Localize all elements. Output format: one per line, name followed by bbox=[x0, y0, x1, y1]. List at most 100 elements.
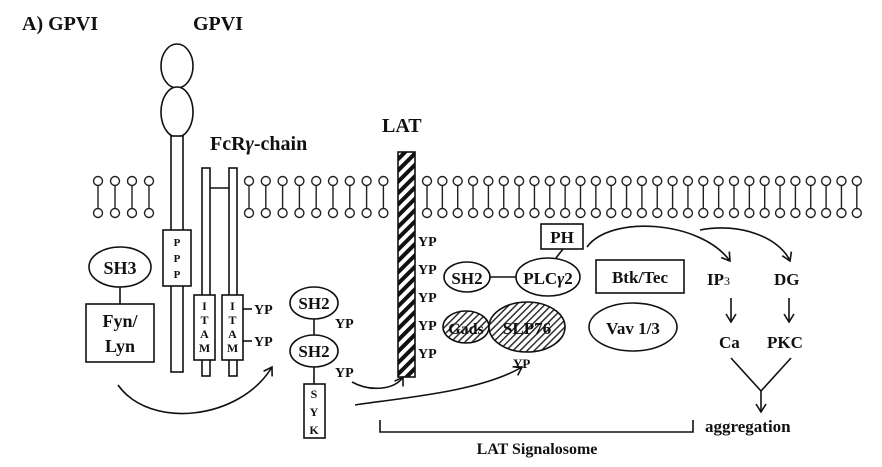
lipid bbox=[277, 175, 288, 219]
svg-text:Lyn: Lyn bbox=[105, 336, 135, 356]
lipid bbox=[805, 175, 816, 219]
svg-text:YP: YP bbox=[335, 317, 354, 332]
lipid bbox=[652, 175, 663, 219]
lat-yp-site: YP bbox=[418, 291, 437, 306]
svg-text:SH2: SH2 bbox=[298, 294, 329, 313]
lipid bbox=[544, 175, 555, 219]
itam-letter: T bbox=[200, 313, 208, 327]
lipid bbox=[759, 175, 770, 219]
lipid bbox=[109, 175, 121, 219]
svg-text:Btk/Tec: Btk/Tec bbox=[612, 268, 669, 287]
svg-text:YP: YP bbox=[335, 366, 354, 381]
lat-signalosome: SH2 PLCγ2 PH Btk/Tec Gads SLP76 YP Vav 1… bbox=[379, 223, 694, 458]
svg-text:P: P bbox=[174, 237, 181, 249]
lipid bbox=[452, 175, 463, 219]
svg-text:S: S bbox=[311, 387, 318, 401]
lipid bbox=[744, 175, 755, 219]
vav-box bbox=[588, 302, 678, 352]
lipid bbox=[143, 175, 155, 219]
fyn-lyn-box bbox=[85, 303, 155, 363]
lat-yp-site: YP bbox=[418, 263, 437, 278]
lipid bbox=[606, 175, 617, 219]
svg-text:Y: Y bbox=[310, 405, 319, 419]
arrows bbox=[117, 225, 795, 415]
svg-text:Vav 1/3: Vav 1/3 bbox=[606, 319, 660, 338]
panel-title: A) GPVI bbox=[22, 13, 98, 35]
pkc-label: PKC bbox=[767, 333, 803, 352]
itam-letter: A bbox=[228, 327, 237, 341]
lipid bbox=[836, 175, 847, 219]
itam-letter: I bbox=[202, 299, 207, 313]
gpvi-receptor: P P P bbox=[160, 43, 194, 373]
merge-line-ca bbox=[730, 357, 762, 392]
lipid bbox=[344, 175, 355, 219]
itam-right bbox=[221, 294, 244, 361]
itam-letter: I bbox=[230, 299, 235, 313]
ph-domain bbox=[540, 223, 584, 250]
lipid bbox=[559, 175, 571, 219]
itam-letter: M bbox=[227, 341, 238, 355]
svg-text:P: P bbox=[174, 269, 181, 281]
lipid bbox=[513, 175, 525, 219]
itam-yp-1: YP bbox=[254, 303, 273, 318]
lipid bbox=[636, 175, 648, 219]
svg-text:SH2: SH2 bbox=[298, 342, 329, 361]
lipid bbox=[92, 175, 104, 219]
arrow-src-to-syk bbox=[117, 365, 273, 415]
slp76-adapter bbox=[488, 301, 566, 353]
lipid bbox=[575, 175, 586, 219]
slp76-yp: YP bbox=[513, 356, 530, 371]
svg-text:SH3: SH3 bbox=[103, 258, 136, 278]
lipid bbox=[498, 175, 509, 219]
gpvi-label: GPVI bbox=[193, 13, 243, 35]
lat-yp-site: YP bbox=[418, 235, 437, 250]
itam-left bbox=[193, 294, 216, 361]
src-family-kinase: SH3 Fyn/ Lyn bbox=[85, 246, 155, 363]
lat-yp-site: YP bbox=[418, 319, 437, 334]
fcr-gamma-chain-label: FcRγ-chain bbox=[210, 133, 307, 155]
lipid bbox=[820, 175, 832, 219]
syk-box bbox=[303, 383, 326, 439]
lipid bbox=[728, 175, 740, 219]
arrow-syk-to-slp76 bbox=[354, 365, 524, 406]
lipid bbox=[667, 175, 678, 219]
svg-text:Gads: Gads bbox=[448, 321, 484, 338]
arrow-plc-to-ip3 bbox=[586, 225, 731, 263]
aggregation-label: aggregation bbox=[705, 417, 791, 436]
lipid bbox=[361, 175, 372, 219]
ip3-label: IP3 bbox=[707, 270, 730, 289]
lipid bbox=[774, 175, 786, 219]
svg-text:P: P bbox=[174, 253, 181, 265]
itam-letter: T bbox=[228, 313, 236, 327]
lipid bbox=[126, 175, 138, 219]
lat-label: LAT bbox=[382, 115, 422, 137]
itam-letter: M bbox=[199, 341, 210, 355]
plasma-membrane bbox=[92, 175, 862, 219]
lipid bbox=[467, 175, 479, 219]
lipid bbox=[713, 175, 724, 219]
syk-kinase: SH2 SH2 YP YP S Y K bbox=[289, 286, 354, 439]
signalosome-bracket bbox=[379, 420, 694, 433]
ppp-domain bbox=[162, 229, 192, 287]
lipid bbox=[294, 175, 305, 219]
svg-text:SH2: SH2 bbox=[451, 269, 482, 288]
lipid bbox=[243, 175, 255, 219]
lipid bbox=[529, 175, 540, 219]
lipid bbox=[378, 175, 389, 219]
signalosome-label: LAT Signalosome bbox=[477, 441, 598, 458]
lat-transmembrane-bar bbox=[397, 151, 416, 378]
itam-yp-2: YP bbox=[254, 335, 273, 350]
arrow-syk-to-lat bbox=[351, 375, 404, 390]
lipid bbox=[437, 175, 448, 219]
btk-tec-box bbox=[595, 259, 685, 294]
dg-label: DG bbox=[774, 270, 800, 289]
svg-text:PH: PH bbox=[550, 228, 574, 247]
svg-text:K: K bbox=[309, 423, 319, 437]
itam-letter: A bbox=[200, 327, 209, 341]
svg-text:SLP76: SLP76 bbox=[503, 319, 551, 338]
merge-line-pkc bbox=[760, 357, 792, 392]
ca-label: Ca bbox=[719, 333, 740, 352]
